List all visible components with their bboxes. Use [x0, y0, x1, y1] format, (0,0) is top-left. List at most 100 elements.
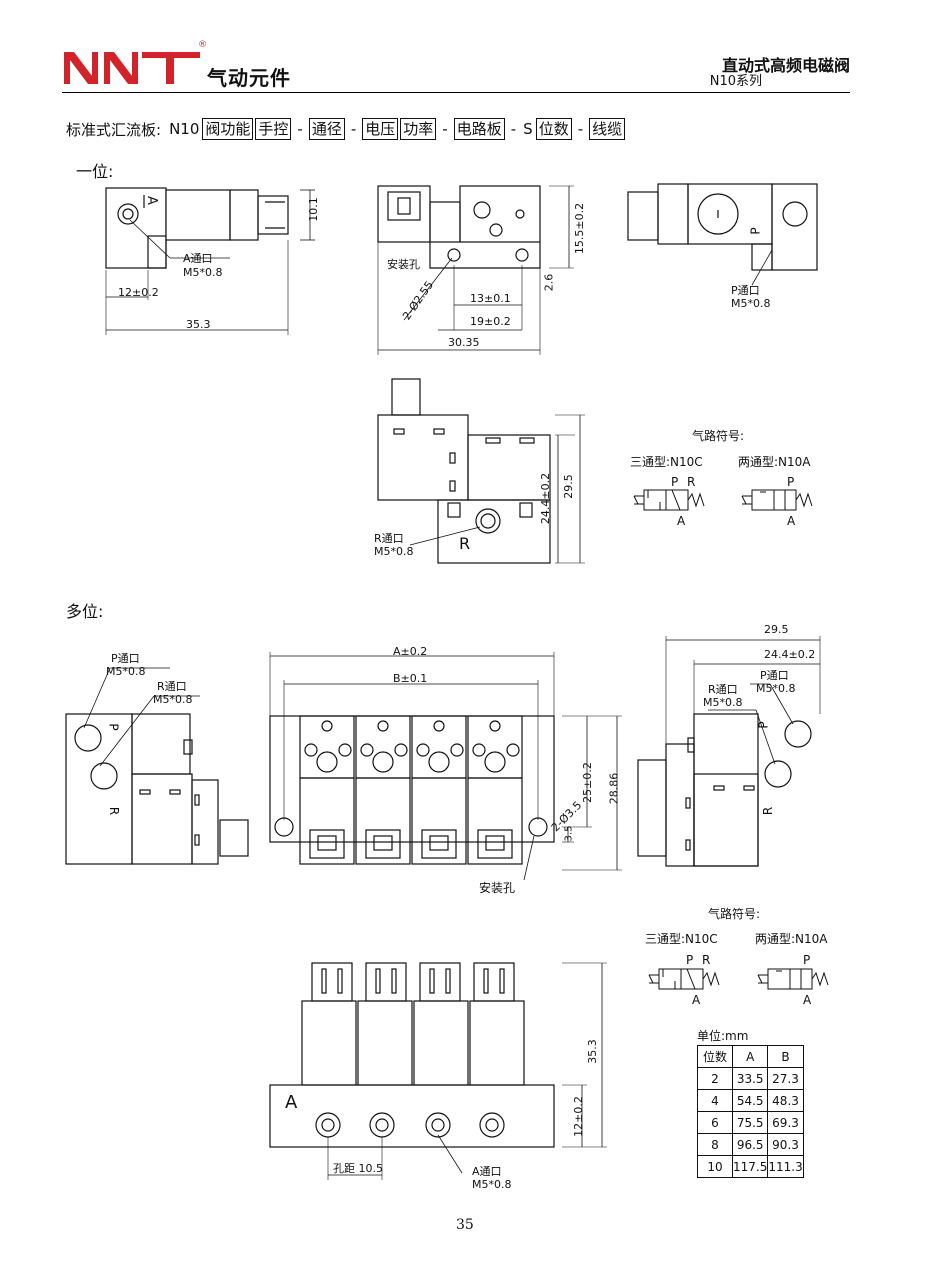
dim-label: 15.5±0.2 — [573, 202, 587, 255]
ordering-code: 标准式汇流板: N10 阀功能 手控 - 通径 - 电压 功率 - 电路板 - … — [66, 118, 626, 140]
dim-label: B±0.1 — [393, 672, 428, 685]
dimension-table: 位数 A B 2 33.5 27.3 4 54.5 48.3 6 75.5 69… — [697, 1045, 804, 1178]
table-header-cell: B — [767, 1045, 804, 1068]
code-part: 通径 — [308, 118, 345, 140]
code-dash: - — [350, 120, 357, 138]
table-cell: 69.3 — [767, 1111, 804, 1134]
page-number: 35 — [456, 1217, 474, 1233]
dim-label: 24.4±0.2 — [764, 648, 816, 661]
valve-symbol-two-way-icon — [741, 489, 813, 511]
table-cell: 27.3 — [767, 1067, 804, 1090]
table-cell: 96.5 — [731, 1133, 769, 1156]
table-cell: 6 — [697, 1111, 733, 1134]
port-letter: A — [285, 1092, 298, 1113]
table-cell: 111.3 — [767, 1155, 804, 1178]
port-label: A通口 — [183, 252, 213, 265]
port-letter: R — [107, 806, 122, 816]
dim-label: 28.86 — [607, 772, 621, 805]
code-prefix: N10 — [169, 120, 200, 138]
symbol-three-way-label: 三通型:N10C — [645, 932, 718, 946]
symbol-p: P — [686, 953, 694, 967]
symbol-title: 气路符号: — [708, 907, 761, 921]
brand-text: 气动元件 — [207, 66, 291, 90]
port-label: P通口 — [731, 284, 760, 297]
table-cell: 90.3 — [767, 1133, 804, 1156]
multi-top-view — [269, 962, 607, 1180]
section-single-label: 一位: — [76, 162, 114, 181]
code-part: 电压 — [362, 118, 399, 140]
code-part: 位数 — [535, 118, 572, 140]
dim-label: 12±0.2 — [571, 1096, 585, 1137]
port-label: A通口 — [472, 1165, 502, 1178]
table-cell: 75.5 — [731, 1111, 769, 1134]
table-cell: 10 — [697, 1155, 733, 1178]
code-part: 电路板 — [453, 118, 505, 140]
valve-module — [299, 715, 355, 865]
thread-label: M5*0.8 — [472, 1178, 512, 1191]
dim-label: 35.3 — [186, 318, 211, 331]
code-part: 功率 — [400, 118, 437, 140]
dim-label: 10.1 — [306, 197, 320, 222]
symbol-a: A — [803, 993, 812, 1007]
port-letter: P — [106, 723, 121, 731]
table-row: 8 96.5 90.3 — [697, 1133, 804, 1156]
symbol-r: R — [687, 475, 696, 489]
brand-logo — [62, 46, 202, 94]
single-side-view-a — [105, 187, 315, 335]
valve-symbol-three-way-icon — [633, 489, 705, 511]
mount-label: 安装孔 — [479, 881, 516, 895]
dim-label: A±0.2 — [393, 645, 428, 658]
symbol-two-way-label: 两通型:N10A — [738, 455, 811, 469]
table-cell: 2 — [697, 1067, 733, 1090]
dim-label: 19±0.2 — [470, 315, 511, 328]
symbol-a: A — [677, 514, 686, 528]
header-divider — [62, 92, 850, 93]
dim-label: 12±0.2 — [118, 286, 159, 299]
port-letter: P — [748, 227, 763, 235]
single-front-view — [377, 378, 585, 564]
symbol-a: A — [692, 993, 701, 1007]
port-label: R通口 — [708, 683, 738, 696]
port-label: R通口 — [374, 532, 404, 545]
table-cell: 8 — [697, 1133, 733, 1156]
table-cell: 54.5 — [731, 1089, 769, 1112]
table-row: 2 33.5 27.3 — [697, 1067, 804, 1090]
table-header-row: 位数 A B — [697, 1045, 804, 1068]
section-multi-label: 多位: — [66, 602, 104, 621]
registered-mark: ® — [198, 40, 207, 50]
table-cell: 33.5 — [731, 1067, 769, 1090]
symbol-a: A — [787, 514, 796, 528]
dim-label: 24.4±0.2 — [539, 472, 553, 525]
symbol-p: P — [787, 475, 795, 489]
doc-subtitle: N10系列 — [709, 74, 762, 89]
code-part: 手控 — [255, 118, 292, 140]
thread-label: M5*0.8 — [703, 696, 743, 709]
code-part: 线缆 — [589, 118, 626, 140]
symbol-p: P — [803, 953, 811, 967]
thread-label: M5*0.8 — [106, 665, 146, 678]
port-label: P通口 — [111, 652, 140, 665]
multi-front-view — [269, 652, 622, 881]
symbol-title: 气路符号: — [692, 429, 745, 443]
symbol-r: R — [702, 953, 711, 967]
doc-title: 直动式高频电磁阀 — [721, 56, 850, 75]
code-part: S — [523, 120, 533, 138]
port-letter: R — [459, 534, 471, 553]
single-top-view — [377, 185, 574, 355]
code-part: 阀功能 — [202, 118, 254, 140]
table-row: 4 54.5 48.3 — [697, 1089, 804, 1112]
table-cell: 117.5 — [731, 1155, 769, 1178]
thread-label: M5*0.8 — [153, 693, 193, 706]
dim-label: 30.35 — [448, 336, 480, 349]
table-row: 10 117.5 111.3 — [697, 1155, 804, 1178]
code-dash: - — [510, 120, 517, 138]
thread-label: M5*0.8 — [731, 297, 771, 310]
symbol-three-way-label: 三通型:N10C — [630, 455, 703, 469]
thread-label: M5*0.8 — [756, 682, 796, 695]
dim-label: 3.5 — [563, 825, 575, 842]
symbol-two-way-label: 两通型:N10A — [755, 932, 828, 946]
code-dash: - — [577, 120, 584, 138]
dim-label: 25±0.2 — [580, 762, 594, 803]
table-cell: 48.3 — [767, 1089, 804, 1112]
port-label: R通口 — [157, 680, 187, 693]
